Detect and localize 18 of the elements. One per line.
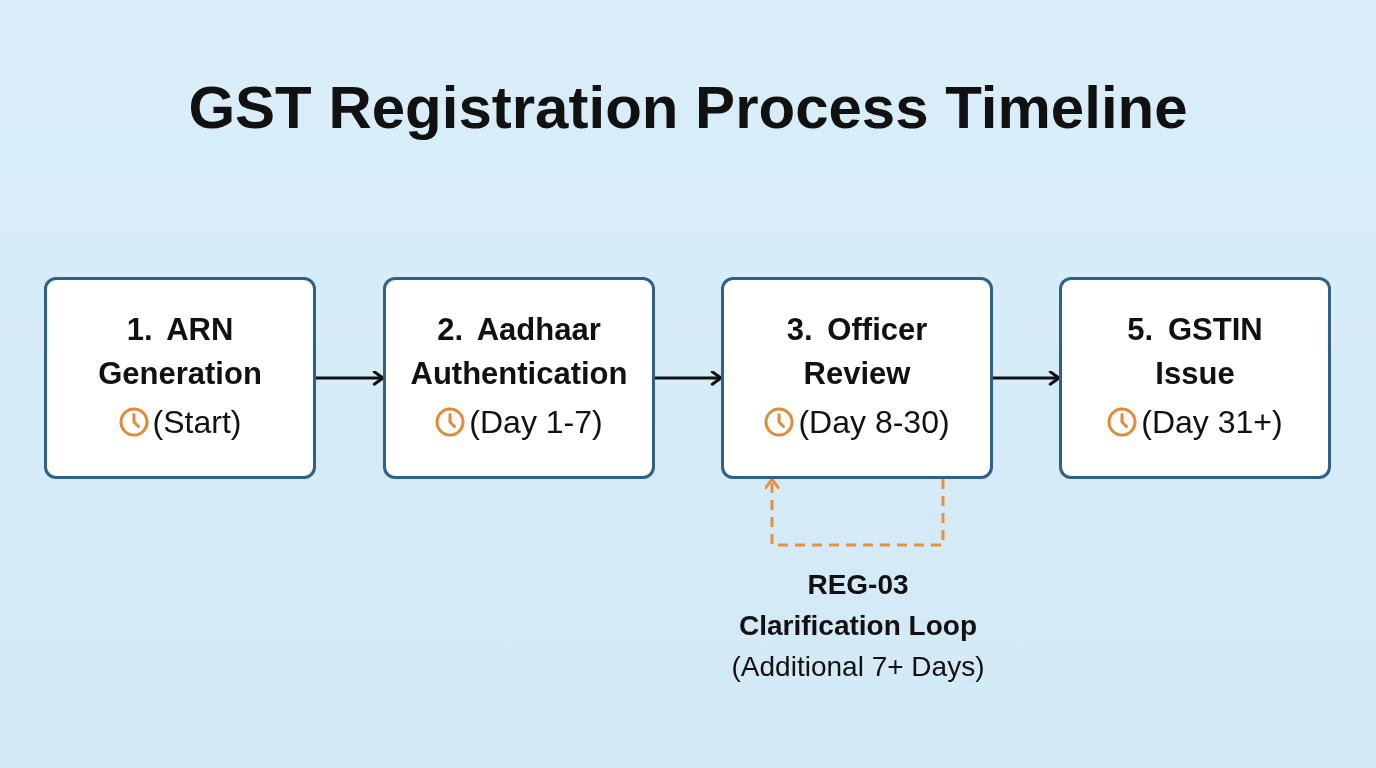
- process-box: [44, 277, 316, 479]
- step-title: 2. Aadhaar Authentication: [409, 311, 629, 393]
- edge-label: REG-03 Clarification Loop (Additional 7+ Days): [730, 568, 986, 684]
- loop-arrow: [764, 477, 945, 547]
- step-duration: (Day 8-30): [798, 403, 950, 442]
- step-title: 3. Officer Review: [785, 311, 929, 393]
- process-box: [721, 277, 993, 479]
- step-duration: (Start): [152, 403, 242, 442]
- arrow: [655, 370, 723, 386]
- step-duration: (Day 1-7): [469, 403, 603, 442]
- step-title: 5. GSTIN Issue: [1126, 311, 1264, 393]
- process-box: [383, 277, 655, 479]
- step-duration: (Day 31+): [1141, 403, 1283, 442]
- step-title: 1. ARN Generation: [97, 311, 263, 393]
- diagram-title: GST Registration Process Timeline: [187, 73, 1189, 143]
- arrow: [993, 370, 1061, 386]
- arrow: [316, 370, 385, 386]
- process-box: [1059, 277, 1331, 479]
